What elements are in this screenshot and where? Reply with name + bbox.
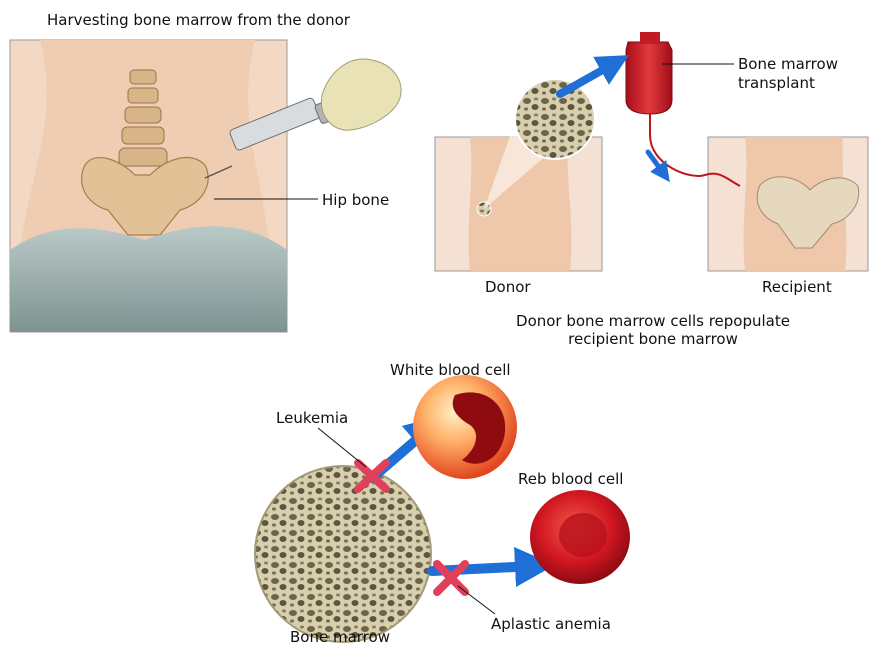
hip-bone-label: Hip bone <box>322 191 389 209</box>
drape-sheet <box>10 226 287 332</box>
gloved-hand-illustration <box>321 59 401 130</box>
donor-panel <box>435 79 602 271</box>
caption-line1: Donor bone marrow cells repopulate <box>480 312 826 330</box>
leukemia-label: Leukemia <box>276 409 348 427</box>
aplastic-anemia-label: Aplastic anemia <box>491 615 611 633</box>
bag-label-line1: Bone marrow <box>738 55 838 73</box>
donor-label: Donor <box>485 278 531 296</box>
red-blood-cell-center <box>559 513 607 557</box>
recipient-panel <box>708 137 868 271</box>
caption-line2: recipient bone marrow <box>480 330 826 348</box>
harvest-panel <box>10 40 401 332</box>
red-blood-cell-label: Reb blood cell <box>518 470 623 488</box>
donor-to-bag-arrow <box>560 63 615 94</box>
anemia-leader-line <box>458 586 495 614</box>
bone-marrow-sphere <box>255 466 431 642</box>
bone-marrow-label: Bone marrow <box>290 628 390 646</box>
white-blood-cell-label: White blood cell <box>390 361 511 379</box>
harvest-title: Harvesting bone marrow from the donor <box>47 11 350 29</box>
donor-marrow-closeup <box>515 79 595 159</box>
bag-label-line2: transplant <box>738 74 815 92</box>
recipient-label: Recipient <box>762 278 832 296</box>
leukemia-leader-line <box>318 428 366 467</box>
